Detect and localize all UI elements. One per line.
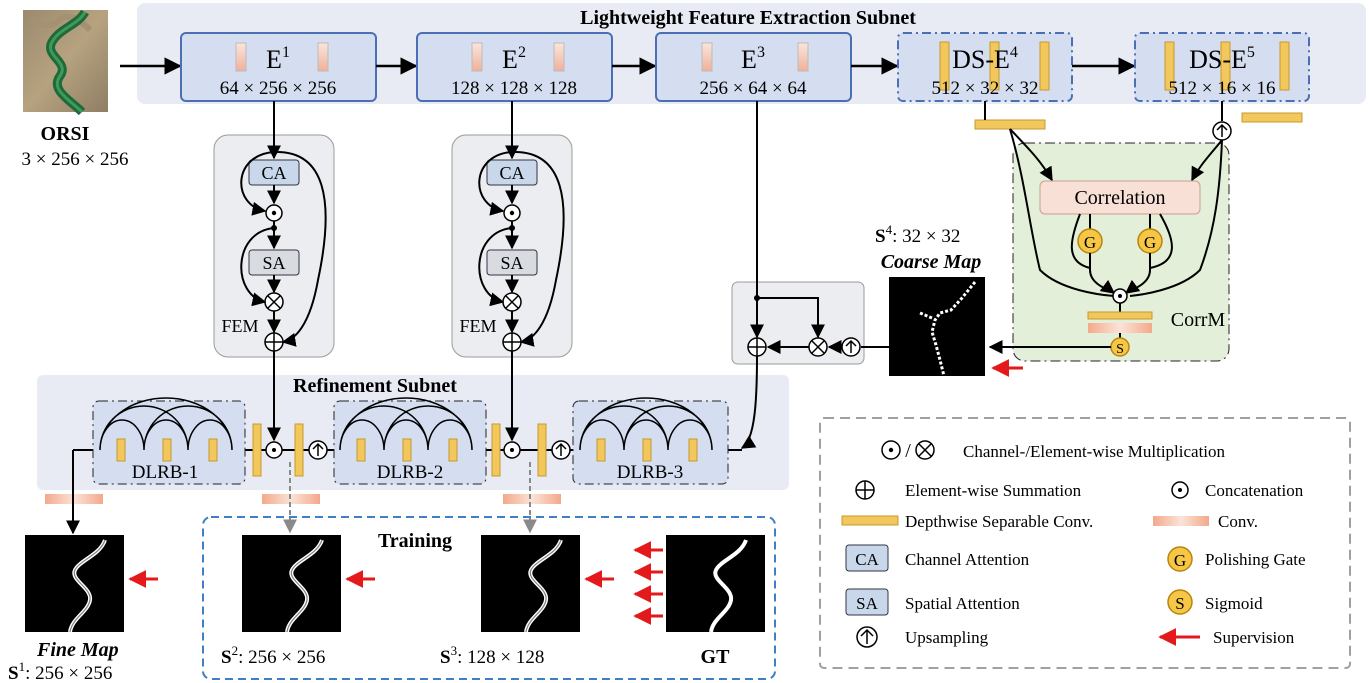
svg-text:Channel Attention: Channel Attention bbox=[905, 550, 1030, 569]
svg-text:SA: SA bbox=[262, 253, 285, 273]
svg-text:Supervision: Supervision bbox=[1213, 628, 1295, 647]
svg-text:DS-E5: DS-E5 bbox=[1189, 44, 1255, 74]
gt-supervision-arrows bbox=[633, 541, 663, 625]
svg-text:Element-wise Summation: Element-wise Summation bbox=[905, 481, 1082, 500]
legend-dsconv-icon bbox=[841, 515, 899, 526]
extraction-subnet-title: Lightweight Feature Extraction Subnet bbox=[580, 7, 916, 29]
legend-sigmoid-icon bbox=[1167, 589, 1193, 615]
svg-text:G: G bbox=[1174, 551, 1186, 570]
dsconv-e5 bbox=[1241, 112, 1303, 123]
svg-text:S: S bbox=[1116, 342, 1124, 357]
svg-text:DLRB-3: DLRB-3 bbox=[617, 462, 684, 483]
fem-module-1: CA SA FEM bbox=[221, 101, 327, 352]
s1-size: S1: 256 × 256 bbox=[8, 659, 112, 683]
svg-text:/: / bbox=[905, 440, 911, 462]
coarse-size: S4: 32 × 32 bbox=[875, 222, 960, 247]
svg-text:256 × 64 × 64: 256 × 64 × 64 bbox=[700, 78, 807, 99]
orsi-label: ORSI bbox=[41, 123, 90, 145]
svg-text:512 × 32 × 32: 512 × 32 × 32 bbox=[932, 78, 1039, 99]
svg-text:Sigmoid: Sigmoid bbox=[1205, 594, 1263, 613]
dlrb-1: DLRB-1 bbox=[92, 397, 246, 485]
svg-text:E3: E3 bbox=[741, 44, 765, 74]
junction-2 bbox=[491, 423, 571, 477]
svg-text:G: G bbox=[1144, 233, 1156, 252]
refinement-subnet-title: Refinement Subnet bbox=[293, 375, 457, 397]
svg-text:FEM: FEM bbox=[459, 316, 496, 336]
svg-text:128 × 128 × 128: 128 × 128 × 128 bbox=[451, 78, 577, 99]
svg-text:SA: SA bbox=[856, 594, 878, 613]
fusion-module bbox=[740, 101, 889, 449]
coarse-map bbox=[889, 277, 985, 377]
orsi-size: 3 × 256 × 256 bbox=[22, 149, 129, 170]
s3-size: S3: 128 × 128 bbox=[440, 643, 544, 668]
svg-text:512 × 16 × 16: 512 × 16 × 16 bbox=[1169, 78, 1276, 99]
orsi-image bbox=[23, 9, 108, 116]
gt-label: GT bbox=[701, 646, 731, 668]
svg-text:CA: CA bbox=[855, 550, 879, 569]
svg-text:CA: CA bbox=[261, 163, 286, 183]
legend-box bbox=[819, 417, 1351, 669]
corr-module: Correlation G G CorrM S bbox=[1039, 180, 1226, 357]
svg-text:DS-E4: DS-E4 bbox=[952, 44, 1018, 74]
svg-text:Channel-/Element-wise Multipli: Channel-/Element-wise Multiplication bbox=[963, 442, 1226, 461]
svg-text:Spatial Attention: Spatial Attention bbox=[905, 594, 1020, 613]
svg-text:CA: CA bbox=[499, 163, 524, 183]
svg-text:Upsampling: Upsampling bbox=[905, 628, 989, 647]
fine-label: Fine Map bbox=[36, 639, 119, 661]
coarse-label: Coarse Map bbox=[881, 251, 982, 273]
encoder-e3: E3 256 × 64 × 64 bbox=[655, 32, 852, 102]
svg-text:DLRB-2: DLRB-2 bbox=[377, 462, 444, 483]
svg-text:Depthwise Separable Conv.: Depthwise Separable Conv. bbox=[905, 512, 1093, 531]
svg-text:E2: E2 bbox=[502, 44, 526, 74]
svg-text:Polishing Gate: Polishing Gate bbox=[1205, 550, 1306, 569]
svg-text:S: S bbox=[1175, 594, 1184, 613]
training-box bbox=[202, 516, 776, 680]
svg-text:Concatenation: Concatenation bbox=[1205, 481, 1304, 500]
svg-text:DLRB-1: DLRB-1 bbox=[132, 462, 199, 483]
legend-ca-icon bbox=[845, 544, 889, 572]
legend: / Channel-/Element-wise Multiplication E… bbox=[841, 440, 1306, 648]
svg-text:Conv.: Conv. bbox=[1218, 512, 1258, 531]
gt-map bbox=[666, 535, 765, 633]
svg-text:Correlation: Correlation bbox=[1074, 187, 1165, 209]
encoder-e2: E2 128 × 128 × 128 bbox=[416, 32, 613, 102]
svg-text:G: G bbox=[1084, 233, 1096, 252]
s2-map bbox=[242, 535, 341, 633]
dsconv-e4 bbox=[974, 119, 1046, 130]
junction-1 bbox=[252, 423, 328, 477]
legend-gate-icon bbox=[1167, 546, 1193, 572]
encoder-ds-e4: DS-E4 512 × 32 × 32 bbox=[897, 32, 1073, 102]
s2-size: S2: 256 × 256 bbox=[221, 643, 325, 668]
encoder-e1: E1 64 × 256 × 256 bbox=[180, 32, 377, 102]
svg-text:SA: SA bbox=[500, 253, 523, 273]
legend-sa-icon bbox=[845, 588, 889, 616]
encoder-ds-e5: DS-E5 512 × 16 × 16 bbox=[1134, 32, 1310, 102]
legend-conv-icon bbox=[1153, 516, 1209, 526]
training-title: Training bbox=[378, 530, 452, 552]
s3-map bbox=[481, 535, 580, 633]
fine-map bbox=[25, 535, 124, 633]
svg-text:FEM: FEM bbox=[221, 316, 258, 336]
conv-out-3 bbox=[503, 494, 561, 504]
svg-text:E1: E1 bbox=[266, 44, 290, 74]
dlrb-2: DLRB-2 bbox=[333, 397, 487, 485]
dlrb-3: DLRB-3 bbox=[572, 397, 729, 485]
correlation-block bbox=[1039, 180, 1201, 215]
svg-text:CorrM: CorrM bbox=[1171, 309, 1226, 331]
svg-text:64 × 256 × 256: 64 × 256 × 256 bbox=[220, 78, 336, 99]
